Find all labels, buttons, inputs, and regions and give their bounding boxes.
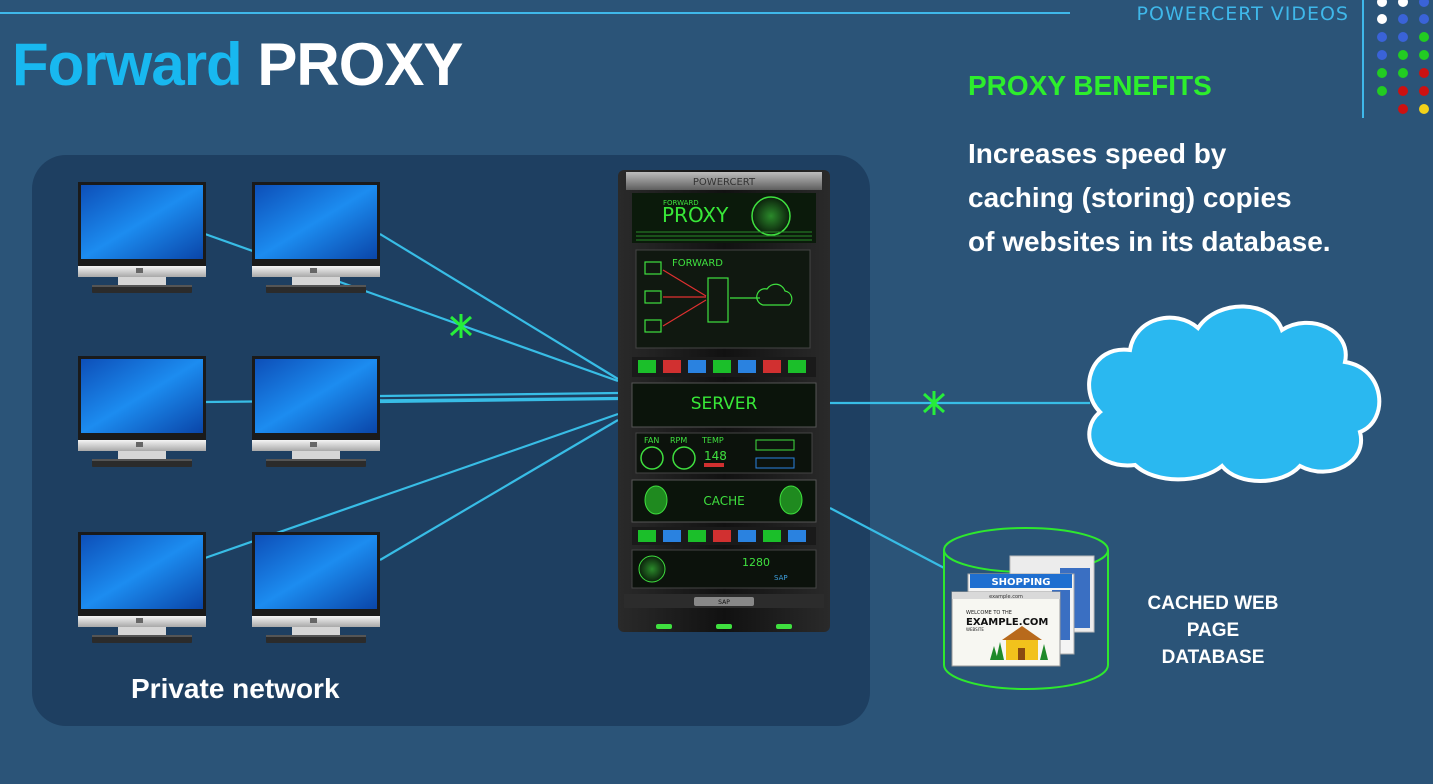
rack-fan-label: FAN — [644, 436, 659, 445]
benefits-text: Increases speed by caching (storing) cop… — [968, 132, 1388, 264]
rack-header-small: FORWARD — [663, 199, 699, 207]
rack-readout: 1280 — [742, 556, 770, 569]
cached-db-label: CACHED WEB PAGE DATABASE — [1128, 590, 1298, 671]
desktop-computer-icon — [252, 182, 380, 293]
benefit-line: caching (storing) copies — [968, 182, 1292, 213]
corner-rule — [1362, 0, 1364, 118]
cached-database-cylinder: SHOPPING example.com WELCOME TO THE EXAM… — [943, 527, 1109, 690]
cached-page-welcome: WELCOME TO THE — [966, 610, 1012, 616]
database-icon — [644, 485, 668, 515]
brand-label: POWERCERT VIDEOS — [1136, 3, 1349, 25]
cloud-icon — [1087, 304, 1382, 483]
cached-page-site: EXAMPLE.COM — [966, 617, 1048, 628]
desktop-computer-icon — [252, 356, 380, 467]
rack-sap-label: SAP — [718, 599, 730, 606]
benefit-line: Increases speed by — [968, 138, 1227, 169]
rack-temp-value: 148 — [704, 449, 727, 463]
rack-server-label: SERVER — [691, 394, 758, 414]
proxy-server-rack: POWERCERT FORWARD PROXY FORWARD — [618, 170, 830, 632]
benefit-line: of websites in its database. — [968, 226, 1331, 257]
rack-sap-small: SAP — [774, 574, 788, 582]
fan-icon — [672, 446, 696, 470]
cached-page-sub: WEBSITE — [966, 627, 984, 632]
cached-page-tab: SHOPPING — [991, 577, 1050, 588]
cached-db-label-line: DATABASE — [1161, 647, 1265, 668]
cached-db-label-line: CACHED WEB PAGE — [1147, 593, 1279, 641]
private-network-label: Private network — [131, 673, 340, 704]
globe-icon — [638, 555, 666, 583]
fan-icon — [640, 446, 664, 470]
cached-page-url: example.com — [989, 594, 1023, 600]
database-icon — [779, 485, 803, 515]
tree-icon — [990, 642, 1048, 660]
desktop-computer-icon — [78, 356, 206, 467]
house-icon — [1002, 626, 1042, 660]
rack-brand: POWERCERT — [693, 177, 756, 188]
spark-icon — [922, 391, 946, 415]
top-rule — [0, 12, 1070, 14]
title-word-proxy: PROXY — [257, 31, 463, 98]
rack-forward-label: FORWARD — [672, 258, 723, 269]
spark-icon — [449, 314, 473, 338]
page-title: Forward PROXY — [12, 30, 463, 99]
rack-header-big: PROXY — [662, 203, 729, 227]
decorative-dot-grid — [1377, 0, 1429, 114]
desktop-computer-icon — [78, 532, 206, 643]
rack-temp-label: TEMP — [701, 436, 724, 445]
desktop-computer-icon — [78, 182, 206, 293]
globe-icon — [751, 196, 791, 236]
desktop-computer-icon — [252, 532, 380, 643]
rack-rpm-label: RPM — [670, 436, 687, 445]
rack-cache-label: CACHE — [703, 494, 744, 508]
title-word-forward: Forward — [12, 31, 243, 98]
benefits-heading: PROXY BENEFITS — [968, 70, 1212, 101]
